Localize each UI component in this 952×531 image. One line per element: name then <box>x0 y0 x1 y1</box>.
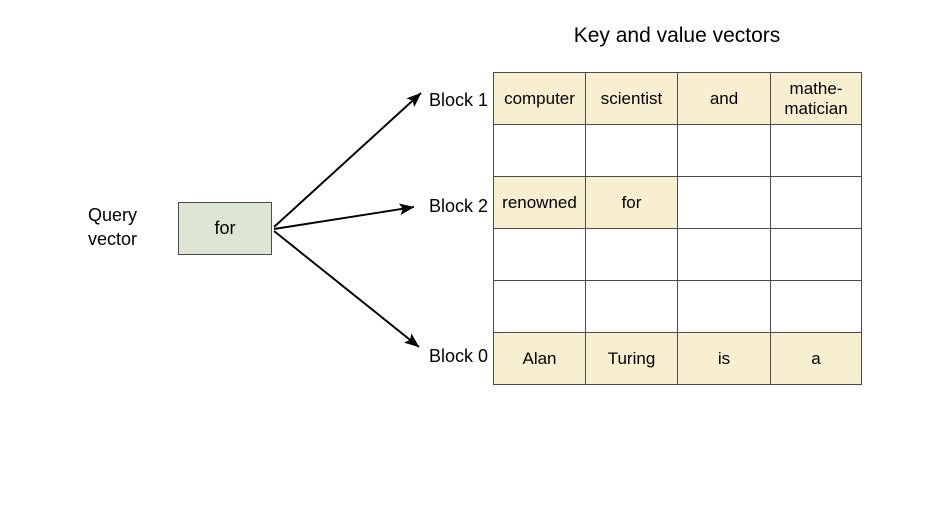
table-cell <box>585 280 678 333</box>
table-cell: for <box>585 176 678 229</box>
table-cell-text: computer <box>504 88 575 108</box>
table-row <box>493 280 862 333</box>
table-cell <box>770 280 862 333</box>
key-value-table: computer scientist and mathe-matician renown… <box>493 72 862 385</box>
table-row: Alan Turing is a <box>493 332 862 385</box>
table-cell <box>493 124 586 177</box>
table-row <box>493 124 862 177</box>
table-cell <box>770 176 862 229</box>
arrow-to-block-1 <box>273 92 422 228</box>
table-cell-text: Alan <box>522 348 557 368</box>
table-row <box>493 228 862 281</box>
block-label-0: Block 0 <box>428 346 488 366</box>
table-cell <box>493 228 586 281</box>
table-cell: Alan <box>493 332 586 385</box>
table-cell-text: scientist <box>600 88 663 108</box>
table-cell <box>677 124 771 177</box>
query-vector-label-line1: Query <box>88 205 138 225</box>
query-vector-box[interactable]: for <box>178 202 272 255</box>
page-title: Key and value vectors <box>573 24 781 47</box>
table-cell <box>677 228 771 281</box>
table-cell-text: is <box>717 348 731 368</box>
table-cell <box>585 124 678 177</box>
table-cell <box>770 124 862 177</box>
key-value-table-body: computer scientist and mathe-matician renown… <box>493 72 862 385</box>
table-row: renowned for <box>493 176 862 229</box>
table-row: computer scientist and mathe-matician <box>493 72 862 125</box>
table-cell: is <box>677 332 771 385</box>
table-cell: and <box>677 72 771 125</box>
table-cell: a <box>770 332 862 385</box>
table-cell-text-line2: matician <box>784 98 848 118</box>
table-cell <box>493 280 586 333</box>
table-cell <box>677 176 771 229</box>
table-cell: scientist <box>585 72 678 125</box>
query-vector-token: for <box>214 218 236 238</box>
block-label-2: Block 2 <box>428 196 488 216</box>
arrow-to-block-0 <box>273 230 420 348</box>
arrow-to-block-2 <box>273 203 415 230</box>
table-cell <box>677 280 771 333</box>
table-cell-text: a <box>811 348 821 368</box>
arrow-group <box>273 92 422 348</box>
table-cell-text: and <box>709 88 739 108</box>
table-cell: Turing <box>585 332 678 385</box>
table-cell <box>585 228 678 281</box>
table-cell: mathe-matician <box>770 72 862 125</box>
table-cell: renowned <box>493 176 586 229</box>
query-vector-label: Query vector <box>88 203 172 251</box>
table-cell <box>770 228 862 281</box>
table-cell-text: Turing <box>607 348 656 368</box>
table-cell: computer <box>493 72 586 125</box>
block-label-1: Block 1 <box>428 90 488 110</box>
table-cell-text: renowned <box>502 192 577 212</box>
table-cell-text-line1: mathe- <box>789 78 843 98</box>
table-cell-text: for <box>621 192 642 212</box>
query-vector-label-line2: vector <box>88 229 138 249</box>
